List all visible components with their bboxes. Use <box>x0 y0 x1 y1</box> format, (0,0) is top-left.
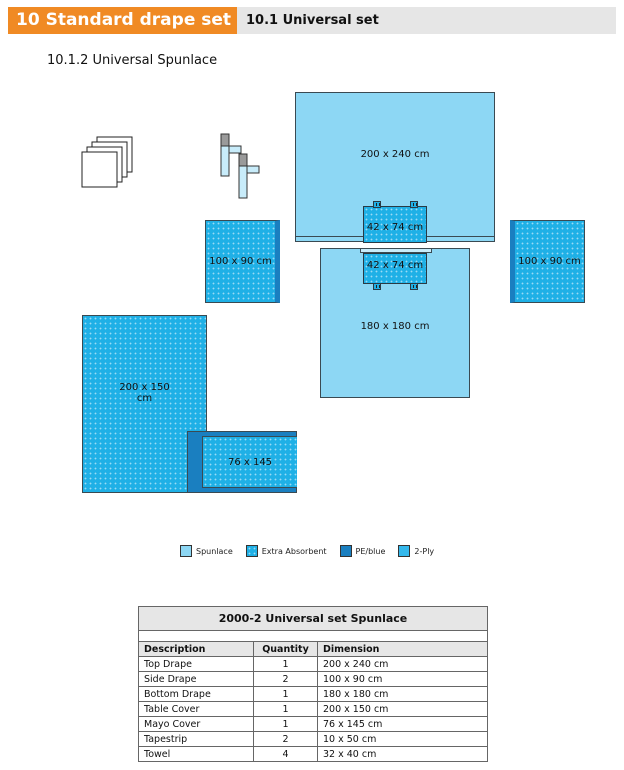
column-header-dimension: Dimension <box>317 641 488 657</box>
side-drape-right: 100 x 90 cm <box>510 220 585 303</box>
mayo-cover-absorbent: 76 x 145 <box>202 436 297 488</box>
cell-description: Mayo Cover <box>138 716 254 732</box>
legend-label: PE/blue <box>355 546 386 556</box>
table-row: Top Drape 1 200 x 240 cm <box>138 656 488 672</box>
tape-tab <box>410 201 418 208</box>
cell-quantity: 1 <box>253 716 318 732</box>
legend-label: Extra Absorbent <box>261 546 327 556</box>
tape-tab <box>373 201 381 208</box>
cell-description: Side Drape <box>138 671 254 687</box>
cell-dimension: 200 x 150 cm <box>317 701 488 717</box>
mayo-cover-label: 76 x 145 <box>227 456 273 468</box>
table-cover-label-line1: 200 x 150 <box>119 382 170 393</box>
table-title: 2000-2 Universal set Spunlace <box>138 606 488 631</box>
strip-top-drape: 42 x 74 cm <box>363 206 427 243</box>
strip-bottom-label: 42 x 74 cm <box>366 260 424 271</box>
table-row: Mayo Cover 1 76 x 145 cm <box>138 716 488 732</box>
legend-item-extra-absorbent: Extra Absorbent <box>245 545 327 557</box>
table-row: Table Cover 1 200 x 150 cm <box>138 701 488 717</box>
side-drape-left: 100 x 90 cm <box>205 220 280 303</box>
table-header-row: Description Quantity Dimension <box>138 641 488 657</box>
cell-quantity: 2 <box>253 731 318 747</box>
cell-description: Towel <box>138 746 254 762</box>
table-title-row: 2000-2 Universal set Spunlace <box>138 606 488 631</box>
column-header-description: Description <box>138 641 254 657</box>
chapter-header: 10 Standard drape set <box>8 7 237 34</box>
legend-swatch-spunlace <box>180 545 192 557</box>
cell-quantity: 2 <box>253 671 318 687</box>
table-row: Towel 4 32 x 40 cm <box>138 746 488 762</box>
side-left-label: 100 x 90 cm <box>209 256 272 267</box>
legend-swatch-extra-absorbent <box>245 545 258 557</box>
legend-item-2-ply: 2-Ply <box>398 545 434 557</box>
tape-tab <box>373 283 381 290</box>
legend-swatch-pe-blue <box>339 545 352 557</box>
cell-dimension: 180 x 180 cm <box>317 686 488 702</box>
section-header: 10.1 Universal set <box>237 7 616 34</box>
legend: Spunlace Extra Absorbent PE/blue 2-Ply <box>180 543 447 559</box>
bottom-drape-fold <box>360 248 432 253</box>
legend-swatch-2-ply <box>398 545 411 557</box>
cell-quantity: 1 <box>253 656 318 672</box>
side-right-label: 100 x 90 cm <box>518 256 581 267</box>
table-cover: 200 x 150 cm <box>82 315 207 493</box>
strip-top-label: 42 x 74 cm <box>366 222 424 233</box>
tapestrip-icon <box>220 133 260 199</box>
table-cover-label-line2: cm <box>136 393 153 404</box>
towels-icon <box>81 136 133 188</box>
cell-quantity: 1 <box>253 686 318 702</box>
bottom-drape-label: 180 x 180 cm <box>360 321 430 332</box>
cell-dimension: 100 x 90 cm <box>317 671 488 687</box>
legend-item-spunlace: Spunlace <box>180 545 233 557</box>
strip-bottom-drape: 42 x 74 cm <box>363 253 427 284</box>
cell-dimension: 200 x 240 cm <box>317 656 488 672</box>
spec-table: 2000-2 Universal set Spunlace Descriptio… <box>138 606 488 762</box>
cell-dimension: 10 x 50 cm <box>317 731 488 747</box>
table-spacer-row <box>138 630 488 642</box>
table-row: Side Drape 2 100 x 90 cm <box>138 671 488 687</box>
cell-description: Bottom Drape <box>138 686 254 702</box>
table-row: Bottom Drape 1 180 x 180 cm <box>138 686 488 702</box>
cell-quantity: 1 <box>253 701 318 717</box>
page-subtitle: 10.1.2 Universal Spunlace <box>47 53 218 68</box>
legend-item-pe-blue: PE/blue <box>339 545 386 557</box>
cell-description: Tapestrip <box>138 731 254 747</box>
cell-dimension: 32 x 40 cm <box>317 746 488 762</box>
table-row: Tapestrip 2 10 x 50 cm <box>138 731 488 747</box>
top-drape-label: 200 x 240 cm <box>360 149 430 160</box>
cell-quantity: 4 <box>253 746 318 762</box>
cell-description: Table Cover <box>138 701 254 717</box>
tape-tab <box>410 283 418 290</box>
legend-label: 2-Ply <box>414 546 435 556</box>
cell-dimension: 76 x 145 cm <box>317 716 488 732</box>
column-header-quantity: Quantity <box>253 641 318 657</box>
cell-description: Top Drape <box>138 656 254 672</box>
legend-label: Spunlace <box>196 546 233 556</box>
